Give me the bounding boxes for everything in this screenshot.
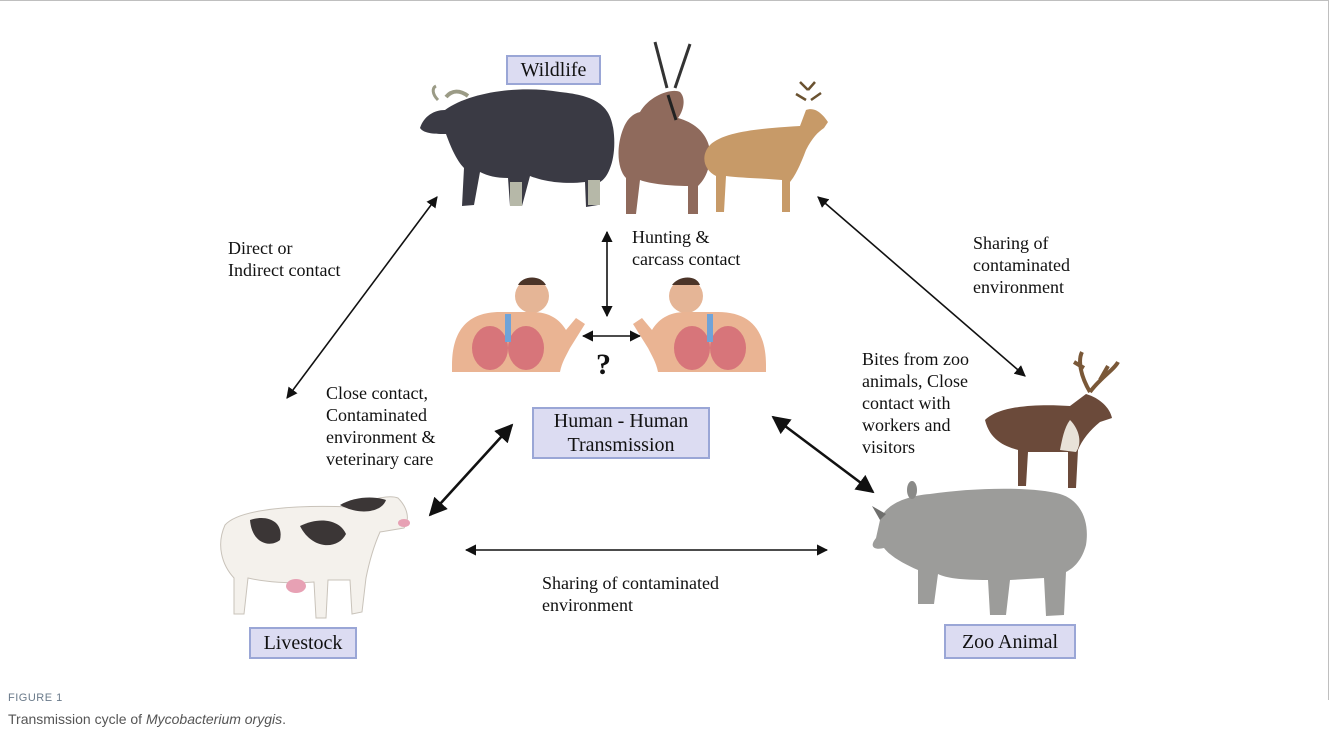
caption-suffix: . (282, 711, 286, 727)
edge-label-sharing-livestock-zoo: Sharing of contaminated environment (542, 572, 719, 616)
question-mark: ? (596, 348, 611, 382)
human-lungs-icon (633, 277, 766, 372)
edge-label-hunting: Hunting & carcass contact (632, 226, 740, 270)
arrow-human-livestock (430, 425, 512, 515)
edge-label-direct-contact: Direct or Indirect contact (228, 237, 340, 281)
edge-label-bites-zoo: Bites from zoo animals, Close contact wi… (862, 348, 969, 458)
caption-organism: Mycobacterium orygis (146, 711, 282, 727)
wildlife-label: Wildlife (506, 55, 601, 85)
rhino-icon (872, 481, 1087, 616)
human-transmission-label: Human - Human Transmission (532, 407, 710, 459)
figure-number: FIGURE 1 (8, 692, 63, 704)
cow-icon (221, 497, 410, 618)
deer-icon (704, 82, 828, 212)
edge-label-close-contact: Close contact, Contaminated environment … (326, 382, 435, 470)
arrow-wildlife-livestock (287, 197, 437, 398)
arrow-human-zoo (773, 417, 873, 492)
oryx-icon (619, 42, 711, 214)
zoo-animal-label: Zoo Animal (944, 624, 1076, 659)
human-lungs-icon (452, 277, 585, 372)
livestock-label: Livestock (249, 627, 357, 659)
edge-label-sharing-wildlife-zoo: Sharing of contaminated environment (973, 232, 1070, 298)
figure-caption: Transmission cycle of Mycobacterium oryg… (8, 711, 286, 727)
gaur-icon (420, 86, 614, 207)
reindeer-icon (985, 352, 1118, 488)
caption-prefix: Transmission cycle of (8, 711, 146, 727)
